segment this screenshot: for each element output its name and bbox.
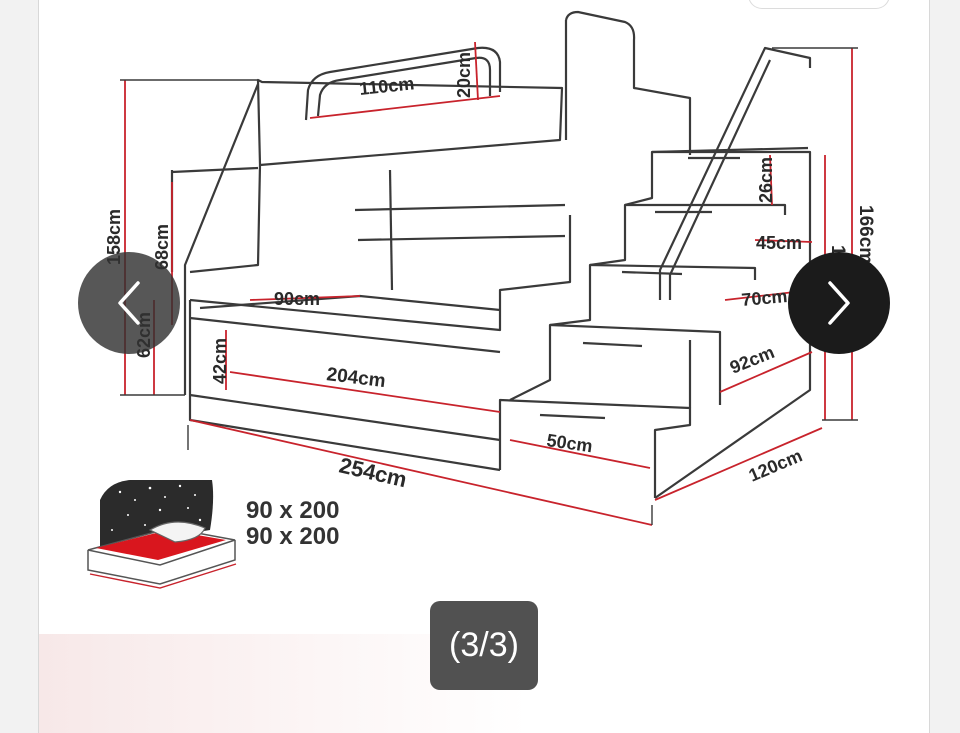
mattress-size-2: 90 x 200 <box>246 523 339 550</box>
dim-drawer-height: 42cm <box>210 338 230 384</box>
dim-top-rail-height: 20cm <box>454 52 474 98</box>
left-frame-edge <box>183 83 260 395</box>
mattress-icon <box>87 480 237 589</box>
image-counter: (3/3) <box>430 601 538 690</box>
next-image-button[interactable] <box>788 252 890 354</box>
dim-left-total-height: 158cm <box>104 209 124 265</box>
chevron-left-icon <box>118 281 140 325</box>
chevron-right-icon <box>828 281 850 325</box>
dim-lower-width: 90cm <box>274 289 320 309</box>
dim-stair-depth-70: 70cm <box>741 286 789 310</box>
previous-image-button[interactable] <box>78 252 180 354</box>
dim-total-width: 120cm <box>746 445 805 485</box>
dim-stair-depth-45: 45cm <box>756 233 802 253</box>
dim-total-height: 166cm <box>855 205 876 264</box>
dim-total-length: 254cm <box>337 453 409 493</box>
dim-stair-bottom: 50cm <box>545 430 593 456</box>
dim-stair-step: 26cm <box>756 157 776 203</box>
upper-bunk-frame <box>256 78 564 167</box>
mattress-size-1: 90 x 200 <box>246 497 339 524</box>
dim-lower-bunk-height: 68cm <box>152 224 172 270</box>
dim-top-rail-length: 110cm <box>358 73 415 99</box>
dim-stair-depth-92: 92cm <box>727 342 777 378</box>
